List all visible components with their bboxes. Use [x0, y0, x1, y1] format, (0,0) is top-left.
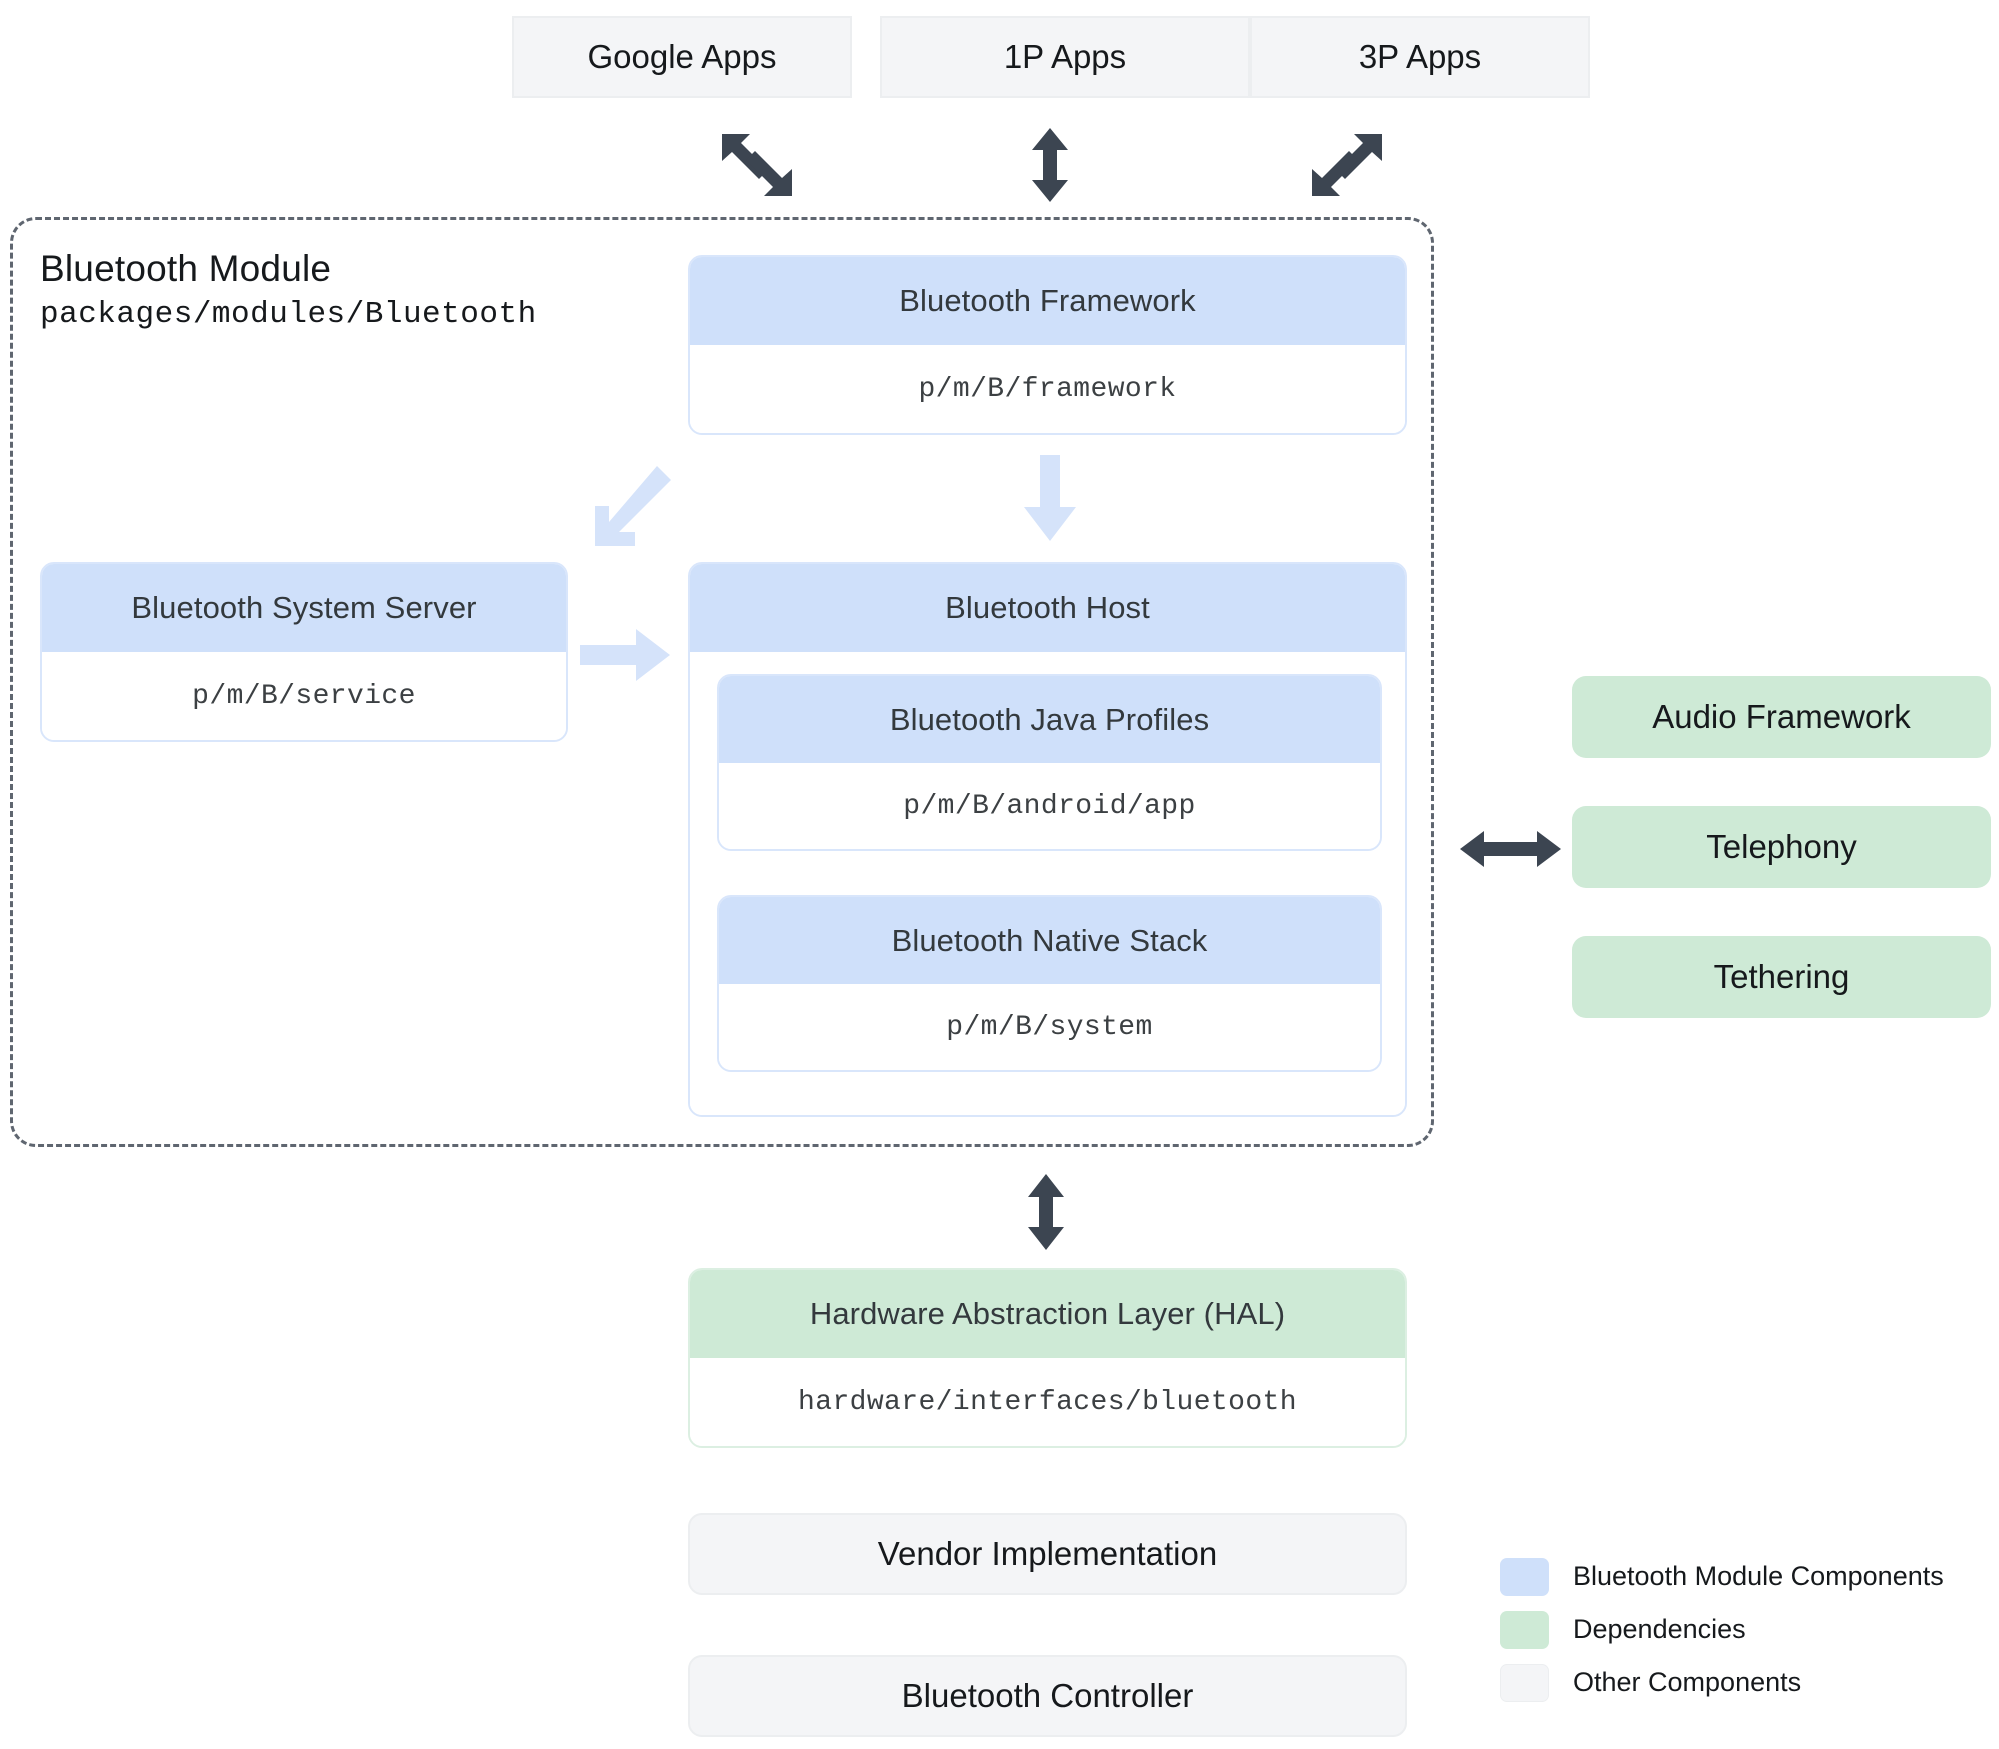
legend-swatch-bluetooth-module — [1500, 1557, 1549, 1596]
component-bluetooth-controller[interactable]: Bluetooth Controller — [688, 1655, 1407, 1737]
arrow-framework-system-server-icon — [595, 466, 671, 546]
app-box-google-apps-label: Google Apps — [587, 38, 777, 75]
component-bluetooth-java-profiles[interactable]: Bluetooth Java Profiles p/m/B/android/ap… — [717, 674, 1382, 851]
component-bluetooth-java-profiles-path: p/m/B/android/app — [719, 763, 1380, 849]
component-bluetooth-system-server[interactable]: Bluetooth System Server p/m/B/service — [40, 562, 568, 742]
arrow-system-server-host-icon — [580, 629, 670, 681]
app-box-1p-apps[interactable]: 1P Apps — [880, 16, 1250, 98]
arrow-host-hal-icon — [1028, 1174, 1064, 1250]
component-bluetooth-host-body: Bluetooth Java Profiles p/m/B/android/ap… — [690, 652, 1405, 1115]
dependency-tethering[interactable]: Tethering — [1572, 936, 1991, 1018]
dependency-audio-framework-label: Audio Framework — [1652, 698, 1911, 735]
arrow-3p-apps-framework-icon — [1312, 134, 1382, 196]
component-hardware-abstraction-layer[interactable]: Hardware Abstraction Layer (HAL) hardwar… — [688, 1268, 1407, 1448]
component-bluetooth-host-title: Bluetooth Host — [690, 564, 1405, 652]
arrow-host-dependencies-icon — [1460, 831, 1561, 867]
bluetooth-module-path: packages/modules/Bluetooth — [40, 297, 537, 332]
component-bluetooth-native-stack-title: Bluetooth Native Stack — [719, 897, 1380, 984]
component-bluetooth-native-stack[interactable]: Bluetooth Native Stack p/m/B/system — [717, 895, 1382, 1072]
bluetooth-module-title: Bluetooth Module — [40, 248, 332, 289]
legend-label-dependencies: Dependencies — [1573, 1614, 1746, 1644]
component-bluetooth-framework[interactable]: Bluetooth Framework p/m/B/framework — [688, 255, 1407, 435]
legend-label-bluetooth-module: Bluetooth Module Components — [1573, 1561, 1944, 1591]
component-hardware-abstraction-layer-title: Hardware Abstraction Layer (HAL) — [690, 1270, 1405, 1358]
dependency-telephony[interactable]: Telephony — [1572, 806, 1991, 888]
component-bluetooth-framework-path: p/m/B/framework — [690, 345, 1405, 433]
legend-item-dependencies: Dependencies — [1500, 1603, 1980, 1656]
legend-swatch-dependencies — [1500, 1610, 1549, 1649]
legend-label-other: Other Components — [1573, 1667, 1802, 1697]
bluetooth-module-container — [10, 217, 1434, 1147]
dependency-tethering-label: Tethering — [1713, 958, 1850, 995]
app-box-google-apps[interactable]: Google Apps — [512, 16, 852, 98]
dependency-telephony-label: Telephony — [1706, 828, 1857, 865]
app-box-1p-apps-label: 1P Apps — [1003, 38, 1127, 75]
dependency-audio-framework[interactable]: Audio Framework — [1572, 676, 1991, 758]
arrow-1p-apps-framework-icon — [1032, 128, 1068, 202]
component-vendor-implementation-label: Vendor Implementation — [877, 1535, 1218, 1572]
component-bluetooth-system-server-title: Bluetooth System Server — [42, 564, 566, 652]
legend-swatch-other — [1500, 1663, 1549, 1702]
component-bluetooth-system-server-path: p/m/B/service — [42, 652, 566, 740]
component-bluetooth-native-stack-path: p/m/B/system — [719, 984, 1380, 1070]
legend-item-bluetooth-module: Bluetooth Module Components — [1500, 1550, 1980, 1603]
component-bluetooth-framework-title: Bluetooth Framework — [690, 257, 1405, 345]
legend: Bluetooth Module Components Dependencies… — [1500, 1550, 1980, 1709]
component-bluetooth-controller-label: Bluetooth Controller — [901, 1677, 1194, 1714]
component-hardware-abstraction-layer-path: hardware/interfaces/bluetooth — [690, 1358, 1405, 1446]
app-box-3p-apps-label: 3P Apps — [1358, 38, 1482, 75]
app-box-3p-apps[interactable]: 3P Apps — [1250, 16, 1590, 98]
legend-item-other: Other Components — [1500, 1656, 1980, 1709]
component-vendor-implementation[interactable]: Vendor Implementation — [688, 1513, 1407, 1595]
arrow-google-apps-framework-icon — [722, 134, 792, 196]
component-bluetooth-host[interactable]: Bluetooth Host Bluetooth Java Profiles p… — [688, 562, 1407, 1117]
arrow-framework-host-icon — [1024, 455, 1076, 541]
component-bluetooth-java-profiles-title: Bluetooth Java Profiles — [719, 676, 1380, 763]
